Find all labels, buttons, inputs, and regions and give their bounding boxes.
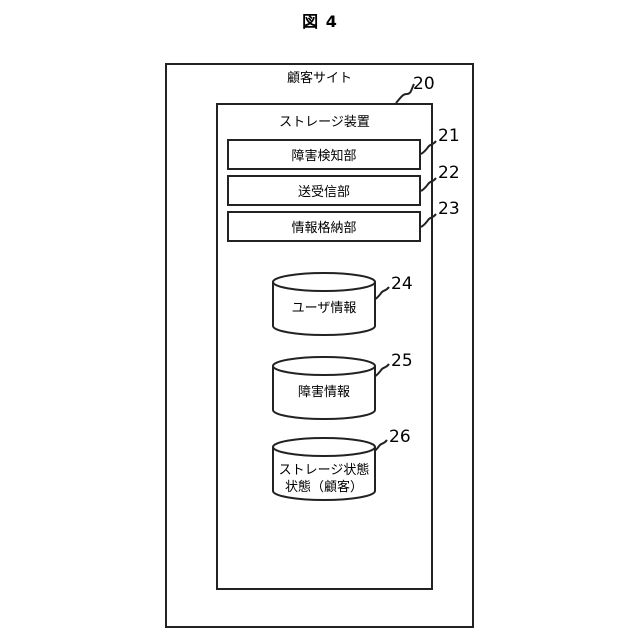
ref-number-24: 24 bbox=[391, 276, 413, 293]
failure-info-database-label: 障害情報 bbox=[272, 384, 376, 401]
ref-number-21: 21 bbox=[438, 128, 460, 145]
ref-number-22: 22 bbox=[438, 165, 460, 182]
leader-line-20 bbox=[396, 84, 414, 103]
failure-info-database-top bbox=[273, 357, 375, 375]
leader-line-24 bbox=[374, 287, 389, 300]
user-info-database-line1: ユーザ情報 bbox=[272, 300, 376, 317]
storage-state-database-label: ストレージ状態 状態（顧客） bbox=[272, 462, 376, 496]
failure-info-database-line1: 障害情報 bbox=[272, 384, 376, 401]
user-info-database-top bbox=[273, 273, 375, 291]
ref-number-25: 25 bbox=[391, 353, 413, 370]
leader-line-21 bbox=[421, 141, 436, 154]
ref-number-20: 20 bbox=[413, 76, 435, 93]
ref-number-23: 23 bbox=[438, 201, 460, 218]
storage-state-database-top bbox=[273, 438, 375, 456]
leader-line-25 bbox=[374, 364, 389, 377]
user-info-database-label: ユーザ情報 bbox=[272, 300, 376, 317]
ref-number-26: 26 bbox=[389, 429, 411, 446]
leader-line-23 bbox=[421, 214, 436, 227]
storage-state-database-line1: ストレージ状態 bbox=[272, 462, 376, 479]
leader-line-22 bbox=[421, 178, 436, 191]
storage-state-database-line2: 状態（顧客） bbox=[272, 479, 376, 496]
